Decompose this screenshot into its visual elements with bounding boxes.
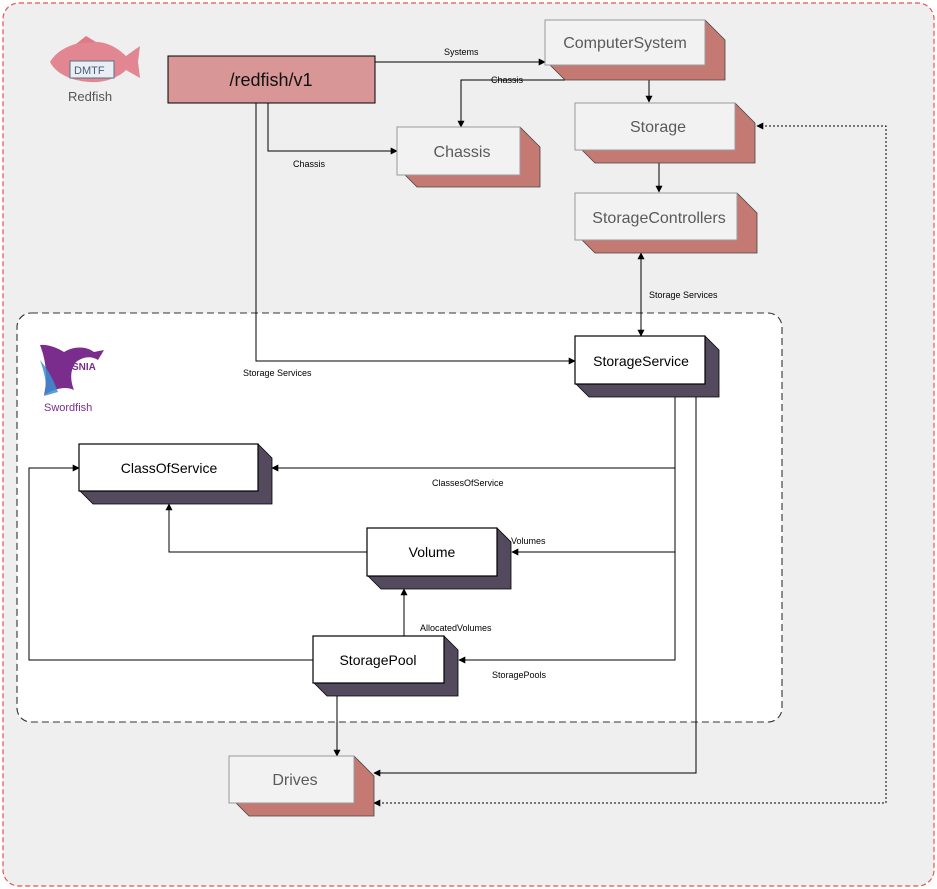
snia-badge-text: SNIA xyxy=(72,362,96,373)
swordfish-fish-icon xyxy=(40,344,104,395)
swordfish-logo-text: Swordfish xyxy=(44,402,92,414)
edge-label-systems: Systems xyxy=(444,47,479,57)
edge-label-volumes: Volumes xyxy=(511,536,546,546)
edge-drives-storage xyxy=(373,122,887,807)
node-storage-service-label: StorageService xyxy=(593,353,689,369)
node-storage-pool[interactable]: StoragePool xyxy=(312,635,459,697)
edge-chassis-from-system xyxy=(457,79,565,128)
node-drives[interactable]: Drives xyxy=(228,755,375,817)
edge-label-storage-services-root: Storage Services xyxy=(243,368,312,378)
redfish-logo: DMTF Redfish xyxy=(50,36,140,104)
edge-label-chassis-from-root: Chassis xyxy=(293,159,326,169)
redfish-logo-text: Redfish xyxy=(68,89,112,104)
node-storage-label: Storage xyxy=(630,119,686,136)
edge-label-storage-pools: StoragePools xyxy=(492,670,547,680)
node-class-of-service[interactable]: ClassOfService xyxy=(78,443,273,505)
edge-label-storage-services-controllers: Storage Services xyxy=(649,290,718,300)
dmtf-badge xyxy=(69,60,115,79)
node-class-of-service-label: ClassOfService xyxy=(121,460,218,476)
node-volume-label: Volume xyxy=(409,544,456,560)
dmtf-badge-text: DMTF xyxy=(74,65,105,77)
edge-chassis-from-root xyxy=(267,103,398,155)
swordfish-logo: SNIA ® Swordfish xyxy=(40,344,104,414)
node-computer-system[interactable]: ComputerSystem xyxy=(544,19,726,81)
node-chassis-label: Chassis xyxy=(434,144,491,161)
edge-label-classes-of-service: ClassesOfService xyxy=(432,478,504,488)
edges xyxy=(28,58,887,807)
node-chassis[interactable]: Chassis xyxy=(396,126,541,188)
node-storage-service[interactable]: StorageService xyxy=(574,335,720,398)
edge-volume-cos xyxy=(165,503,367,553)
snia-trademark: ® xyxy=(97,351,102,358)
node-storage-controllers[interactable]: StorageControllers xyxy=(574,192,758,254)
edge-pool-cos xyxy=(28,464,313,661)
root-node-label: /redfish/v1 xyxy=(229,70,312,90)
edge-label-allocated-volumes: AllocatedVolumes xyxy=(420,623,492,633)
node-computer-system-label: ComputerSystem xyxy=(563,35,687,52)
node-storage[interactable]: Storage xyxy=(574,102,756,164)
node-volume[interactable]: Volume xyxy=(366,527,512,590)
node-storage-pool-label: StoragePool xyxy=(339,652,416,668)
root-node[interactable]: /redfish/v1 xyxy=(167,55,376,104)
node-storage-controllers-label: StorageControllers xyxy=(592,210,725,227)
node-drives-label: Drives xyxy=(272,772,317,789)
edge-label-chassis-from-system: Chassis xyxy=(491,75,524,85)
